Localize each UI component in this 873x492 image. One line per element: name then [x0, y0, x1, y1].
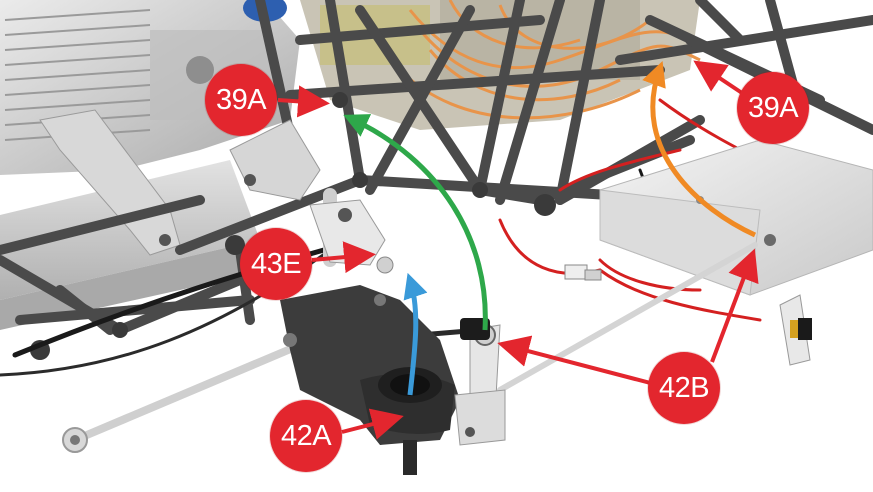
switch	[779, 294, 812, 366]
callout-43e: 43E	[240, 228, 312, 300]
upright-arm	[454, 318, 506, 446]
callout-39a-right: 39A	[737, 72, 809, 144]
callout-39a-left: 39A	[205, 64, 277, 136]
connector	[564, 264, 602, 281]
blue-arrow	[403, 272, 428, 396]
leader-arrows	[277, 60, 759, 440]
orange-arrow	[642, 60, 757, 238]
green-arrow	[343, 114, 488, 331]
callout-42a: 42A	[270, 400, 342, 472]
callout-42b: 42B	[648, 352, 720, 424]
